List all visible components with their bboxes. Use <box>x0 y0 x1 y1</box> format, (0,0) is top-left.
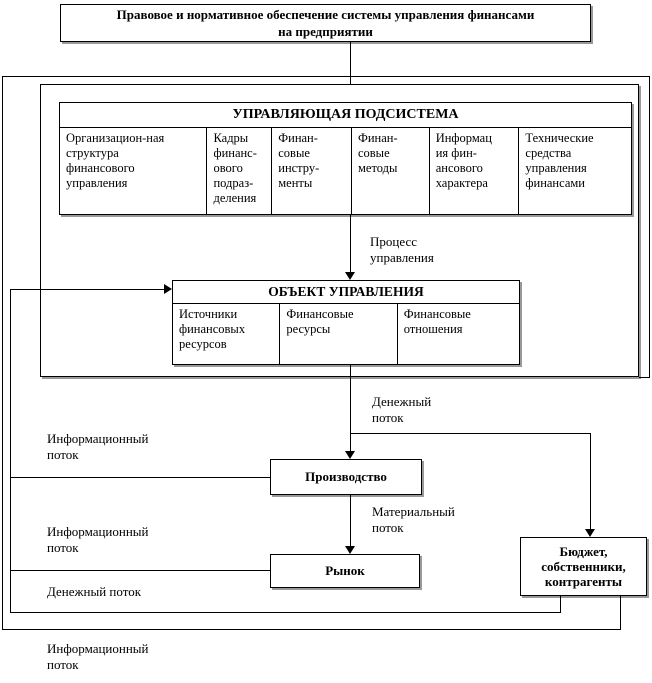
cash-flow-label-top: Денежный поток <box>372 394 432 425</box>
subsystem-cell-org-structure: Организацион-ная структура финансового у… <box>60 128 208 214</box>
connector-title-to-subsystem <box>350 42 351 95</box>
info-loop-left <box>2 76 3 630</box>
connector-branch-to-budget-v <box>590 433 591 531</box>
connector-production-to-market <box>350 495 351 548</box>
arrowhead-to-budget-icon <box>585 529 595 537</box>
object-cell-resources: Финансовые ресурсы <box>280 304 398 364</box>
connector-market-to-feedback <box>10 570 270 571</box>
arrowhead-to-market-icon <box>345 546 355 554</box>
feedback-vertical-inner <box>10 289 11 613</box>
connector-branch-to-budget-h <box>350 433 591 434</box>
control-object-box: ОБЪЕКТ УПРАВЛЕНИЯ Источники финансовых р… <box>172 280 520 365</box>
object-cell-sources: Источники финансовых ресурсов <box>173 304 281 364</box>
arrowhead-to-production-icon <box>345 451 355 459</box>
info-loop-top <box>2 76 650 77</box>
connector-budget-cash-v <box>560 596 561 613</box>
info-flow-label-2: Информационный поток <box>47 524 149 555</box>
connector-budget-info-h <box>2 629 621 630</box>
subsystem-cell-staff: Кадры финанс- ового подраз- деления <box>207 128 273 214</box>
connector-subsystem-to-object <box>350 215 351 274</box>
arrowhead-into-object-icon <box>164 284 172 294</box>
subsystem-cell-instruments: Финан- совые инстру- менты <box>272 128 352 214</box>
info-loop-right-stub <box>639 377 650 378</box>
production-box: Производство <box>270 459 422 495</box>
market-box: Рынок <box>270 554 420 588</box>
subsystem-cell-row: Организацион-ная структура финансового у… <box>60 128 631 214</box>
subsystem-cell-information: Информац ия фин- ансового характера <box>430 128 520 214</box>
process-label: Процесс управления <box>370 234 434 265</box>
connector-feedback-to-object <box>10 289 166 290</box>
cash-flow-label-left: Денежный поток <box>47 584 142 599</box>
arrowhead-to-object-icon <box>345 272 355 280</box>
control-subsystem-box: УПРАВЛЯЮЩАЯ ПОДСИСТЕМА Организацион-ная … <box>59 102 632 215</box>
connector-budget-cash-h <box>10 612 561 613</box>
object-header: ОБЪЕКТ УПРАВЛЕНИЯ <box>173 281 519 304</box>
subsystem-cell-methods: Финан- совые методы <box>352 128 430 214</box>
title-box: Правовое и нормативное обеспечение систе… <box>60 4 591 42</box>
connector-object-to-production <box>350 365 351 453</box>
subsystem-header: УПРАВЛЯЮЩАЯ ПОДСИСТЕМА <box>60 103 631 128</box>
info-loop-right <box>649 76 650 378</box>
material-flow-label: Материальный поток <box>372 504 455 535</box>
subsystem-cell-technical: Технические средства управления финансам… <box>525 131 594 190</box>
connector-budget-info-v <box>620 596 621 630</box>
connector-production-to-feedback <box>10 477 270 478</box>
info-flow-label-bottom: Информационный поток <box>47 641 149 672</box>
object-cell-relations: Финансовые отношения <box>403 307 471 336</box>
object-cell-row: Источники финансовых ресурсов Финансовые… <box>173 304 519 364</box>
info-flow-label-1: Информационный поток <box>47 431 149 462</box>
budget-box: Бюджет, собственники, контрагенты <box>520 537 647 596</box>
